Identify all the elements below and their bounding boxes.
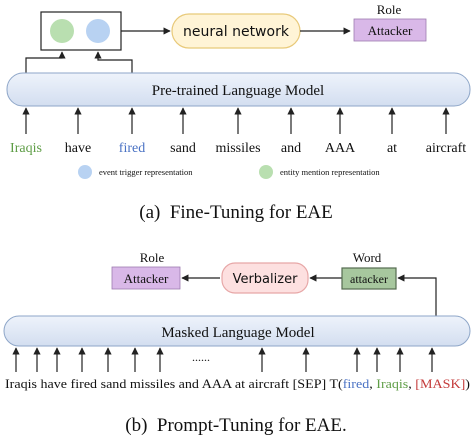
token-arrows-a <box>22 107 450 134</box>
prompt-close: ) <box>465 376 470 391</box>
prompt-trigger: fired <box>343 376 370 391</box>
role-title-a: Role <box>377 2 402 17</box>
pretrained-lm-bar <box>6 72 471 107</box>
role-value-a: Attacker <box>368 23 413 38</box>
token-sand: sand <box>170 141 196 156</box>
role-title-b: Role <box>140 250 165 265</box>
ellipsis: ...... <box>192 350 210 364</box>
role-box-b <box>111 266 181 290</box>
prompt-comma-1: , <box>369 376 376 391</box>
verbalizer-label: Verbalizer <box>233 272 298 287</box>
caption-b: (b) Prompt-Tuning for EAE. <box>125 415 347 436</box>
connector-entity <box>25 51 66 73</box>
role-box-a <box>353 18 427 42</box>
token-at: at <box>387 141 397 156</box>
token-arrows-b <box>12 347 436 372</box>
token-and: and <box>281 141 301 156</box>
trigger-representation-dot <box>86 19 110 43</box>
neural-network-label: neural network <box>183 24 290 40</box>
prompt-comma-2: , <box>408 376 415 391</box>
role-value-b: Attacker <box>124 271 169 286</box>
masked-lm-label: Masked Language Model <box>161 325 314 341</box>
masked-lm-bar <box>3 315 471 347</box>
token-aircraft: aircraft <box>426 141 467 156</box>
legend-entity-dot <box>259 165 273 179</box>
entity-representation-dot <box>50 19 74 43</box>
word-box <box>341 267 397 290</box>
token-missiles: missiles <box>215 141 260 156</box>
word-title: Word <box>353 250 382 265</box>
token-fired: fired <box>119 141 145 156</box>
verbalizer-box <box>221 262 309 294</box>
legend-trigger-dot <box>78 165 92 179</box>
prompt-sentence: Iraqis have fired sand missiles and AAA … <box>5 376 470 391</box>
connector-trigger <box>94 51 133 73</box>
word-value: attacker <box>350 272 388 286</box>
prompt-entity: Iraqis <box>376 376 408 391</box>
token-iraqis: Iraqis <box>10 141 42 156</box>
pretrained-lm-label: Pre-trained Language Model <box>152 83 324 99</box>
panel-a: neural network Role Attacker Pre-trained… <box>6 2 471 223</box>
caption-a: (a) Fine-Tuning for EAE <box>139 202 333 223</box>
prompt-mask: [MASK] <box>415 376 465 391</box>
token-aaa: AAA <box>325 141 356 156</box>
legend-entity-label: entity mention representation <box>280 167 380 177</box>
token-have: have <box>65 141 91 156</box>
legend-trigger-label: event trigger representation <box>99 167 193 177</box>
connector-mask-to-word <box>397 274 437 316</box>
token-row-a: Iraqis have fired sand missiles and AAA … <box>10 141 466 156</box>
panel-b: Role Attacker Verbalizer Word attacker M… <box>3 250 471 436</box>
legend-a: event trigger representation entity ment… <box>78 165 380 179</box>
sentence-text: Iraqis have fired sand missiles and AAA … <box>5 376 343 391</box>
